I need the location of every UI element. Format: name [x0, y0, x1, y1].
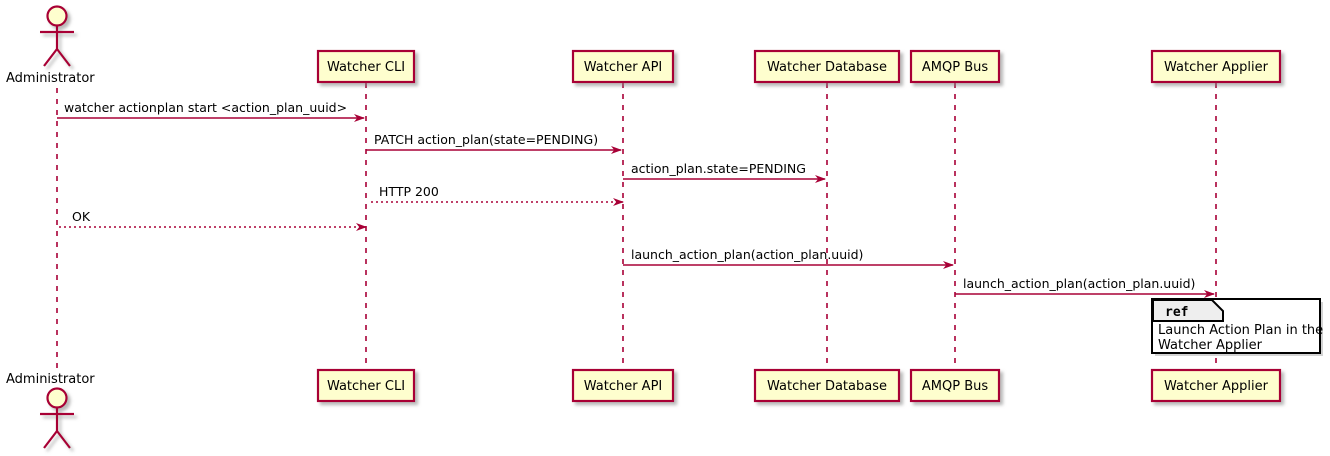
participant-box-watcher-cli-top[interactable]: Watcher CLI [316, 49, 416, 84]
message-7-launch-action-plan-to-applier[interactable]: launch_action_plan(action_plan.uuid) [955, 276, 1215, 298]
participant-boxes-top: Watcher CLI Watcher API Watcher Database… [316, 49, 1282, 84]
ref-box-tab [1152, 299, 1224, 322]
participant-label-watcher-applier-top: Watcher Applier [1164, 60, 1269, 75]
participant-label-amqp-bus-bottom: AMQP Bus [922, 379, 988, 394]
message-5-ok[interactable]: OK [59, 209, 367, 231]
participant-label-watcher-cli-top: Watcher CLI [327, 60, 405, 75]
message-label-5: OK [72, 209, 91, 224]
message-2-patch-action-plan[interactable]: PATCH action_plan(state=PENDING) [366, 132, 622, 154]
participant-label-watcher-api-bottom: Watcher API [584, 379, 663, 394]
participant-box-watcher-api-bottom[interactable]: Watcher API [571, 368, 675, 403]
participant-box-watcher-applier-bottom[interactable]: Watcher Applier [1150, 368, 1282, 403]
participant-label-watcher-applier-bottom: Watcher Applier [1164, 379, 1269, 394]
ref-box[interactable]: ref Launch Action Plan in the Watcher Ap… [1151, 298, 1323, 356]
participant-box-amqp-bus-top[interactable]: AMQP Bus [909, 49, 1001, 84]
participant-label-amqp-bus-top: AMQP Bus [922, 60, 988, 75]
message-6-launch-action-plan-to-bus[interactable]: launch_action_plan(action_plan.uuid) [623, 247, 954, 269]
message-4-http-200[interactable]: HTTP 200 [368, 184, 624, 206]
message-label-6: launch_action_plan(action_plan.uuid) [631, 247, 863, 262]
ref-box-tab-label: ref [1165, 305, 1188, 320]
ref-box-body-line-1: Launch Action Plan in the [1158, 323, 1323, 338]
participant-boxes-bottom: Watcher CLI Watcher API Watcher Database… [316, 368, 1282, 403]
participant-label-watcher-database-bottom: Watcher Database [767, 379, 887, 394]
message-label-2: PATCH action_plan(state=PENDING) [374, 132, 598, 147]
messages: watcher actionplan start <action_plan_uu… [57, 100, 1215, 298]
message-label-4: HTTP 200 [379, 184, 439, 199]
participant-box-watcher-applier-top[interactable]: Watcher Applier [1150, 49, 1282, 84]
participant-label-watcher-cli-bottom: Watcher CLI [327, 379, 405, 394]
actor-label-administrator-bottom: Administrator [6, 372, 95, 387]
participant-box-watcher-api-top[interactable]: Watcher API [571, 49, 675, 84]
message-1-watcher-actionplan-start[interactable]: watcher actionplan start <action_plan_uu… [57, 100, 365, 122]
message-label-3: action_plan.state=PENDING [631, 161, 806, 176]
participant-box-watcher-database-top[interactable]: Watcher Database [753, 49, 901, 84]
message-3-action-plan-state-pending[interactable]: action_plan.state=PENDING [623, 161, 826, 183]
message-label-1: watcher actionplan start <action_plan_uu… [64, 100, 347, 115]
actor-label-administrator-top: Administrator [6, 71, 95, 86]
participant-label-watcher-api-top: Watcher API [584, 60, 663, 75]
actor-administrator-top[interactable]: Administrator [6, 5, 95, 87]
participant-label-watcher-database-top: Watcher Database [767, 60, 887, 75]
ref-box-body-line-2: Watcher Applier [1158, 338, 1263, 353]
participant-box-watcher-cli-bottom[interactable]: Watcher CLI [316, 368, 416, 403]
actor-stick-figure-bottom-icon [40, 387, 74, 449]
participant-box-amqp-bus-bottom[interactable]: AMQP Bus [909, 368, 1001, 403]
actor-administrator-bottom[interactable]: Administrator [6, 372, 95, 449]
participant-box-watcher-database-bottom[interactable]: Watcher Database [753, 368, 901, 403]
message-label-7: launch_action_plan(action_plan.uuid) [963, 276, 1195, 291]
actor-stick-figure-top-icon [40, 5, 74, 67]
